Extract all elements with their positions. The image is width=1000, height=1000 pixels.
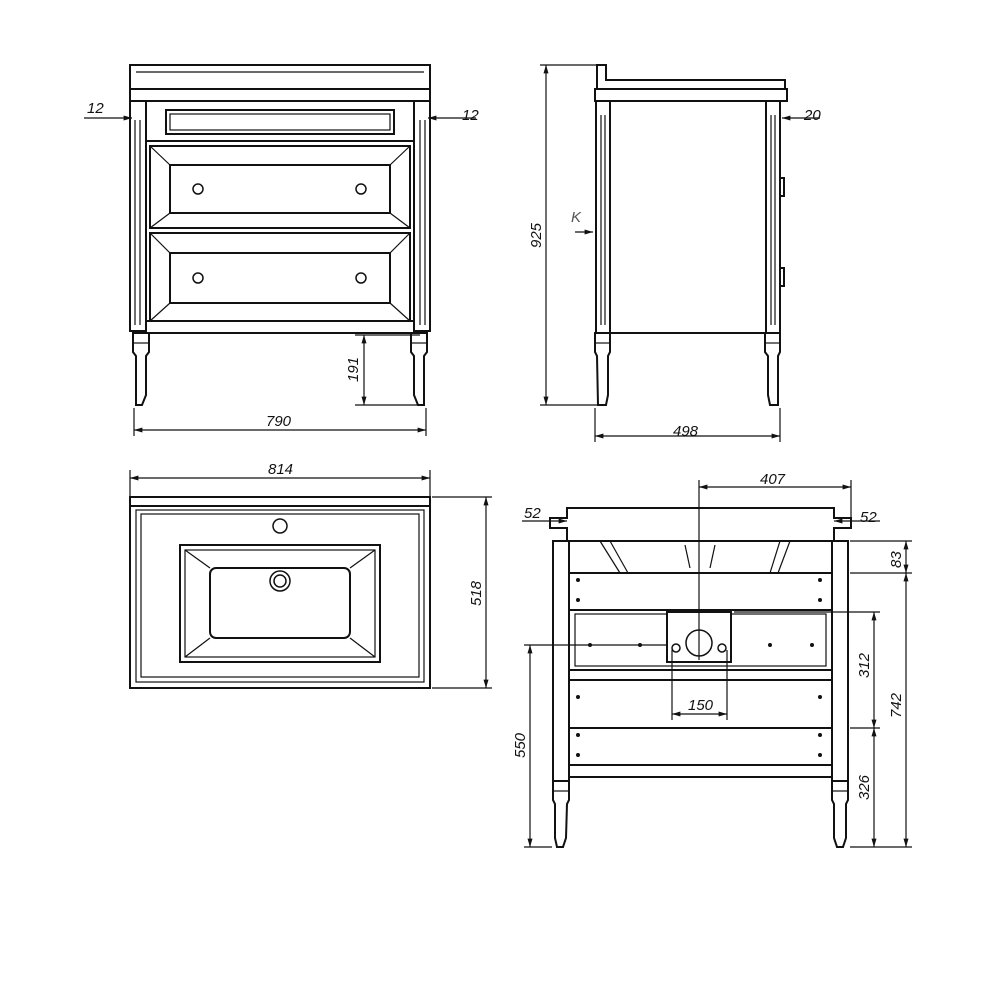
side-view: K 925 20 498 [528,64,821,442]
screw-holes [576,578,822,757]
dim-total-height-label: 742 [888,692,905,718]
dim-edge-right-label: 52 [860,509,877,526]
front-view: 12 12 191 790 [84,64,479,436]
knob-icon [355,183,367,195]
knob-icon [192,183,204,195]
knob-icon [355,272,367,284]
dim-side-left-label: 12 [87,100,104,117]
dim-pipe-width-label: 150 [688,697,714,714]
top-view: 814 518 [129,461,492,689]
dim-pipe-height-label: 550 [512,732,529,758]
dim-height-label: 925 [528,222,545,248]
dim-center-label: 407 [760,471,786,488]
dim-leg-offset-label: 20 [803,107,821,124]
dim-edge-left-label: 52 [524,505,541,522]
back-view: 407 52 52 83 312 742 326 550 150 [512,471,912,848]
dim-top-rail-label: 83 [888,551,905,568]
tap-hole-icon [272,518,288,534]
dim-width-label: 790 [266,413,292,430]
dim-opening-label: 312 [856,652,873,678]
dim-top-width-label: 814 [268,461,293,478]
section-marker-label: K [571,209,582,226]
dim-depth-label: 498 [673,423,699,440]
dim-top-depth-label: 518 [468,580,485,606]
dim-bottom-label: 326 [856,774,873,800]
dim-leg-height-label: 191 [345,357,362,382]
knob-icon [192,272,204,284]
dim-side-right-label: 12 [462,107,479,124]
